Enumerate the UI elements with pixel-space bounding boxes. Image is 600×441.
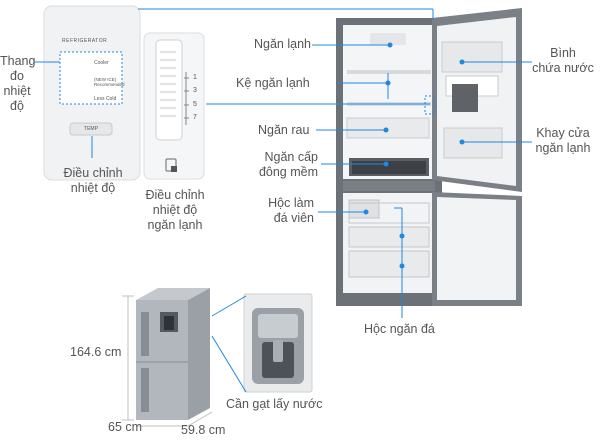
dial-tick-1: 1 xyxy=(193,74,197,81)
label-soft-freeze: Ngăn cấp đông mềm xyxy=(258,150,318,179)
refrigerator-doors xyxy=(432,8,522,306)
refrigerator-closed xyxy=(136,288,210,420)
label-fridge-compartment: Ngăn lạnh xyxy=(254,37,311,51)
dimension-width: 59.8 cm xyxy=(181,423,226,437)
label-icemaker: Hộc làm đá viên xyxy=(268,196,314,225)
temperature-panel xyxy=(43,5,141,181)
label-temp-adjust: Điều chỉnh nhiệt độ xyxy=(63,166,123,195)
crisper-control-panel xyxy=(143,32,205,180)
dial-tick-7: 7 xyxy=(193,114,197,121)
panel-option-new-ice: (NEW ICE) xyxy=(94,77,117,82)
panel-option-recommended: Recommended xyxy=(94,82,125,87)
label-freezer-drawer: Hộc ngăn đá xyxy=(364,322,435,336)
panel-option-cooler: Cooler xyxy=(94,60,109,66)
label-door-tray: Khay cửa ngăn lạnh xyxy=(535,126,591,155)
label-water-tank: Bình chứa nước xyxy=(532,46,594,75)
leader-dots xyxy=(363,42,465,269)
panel-header: REFRIGERATOR xyxy=(62,38,108,44)
temp-button-label: TEMP xyxy=(84,126,98,132)
dimension-depth: 65 cm xyxy=(108,420,143,434)
water-lever-closeup xyxy=(243,293,313,393)
label-fridge-shelf: Kệ ngăn lạnh xyxy=(236,76,310,90)
leader-lines xyxy=(34,8,532,393)
dial-tick-5: 5 xyxy=(193,101,197,108)
dial-tick-3: 3 xyxy=(193,87,197,94)
label-crisper-adjust: Điều chỉnh nhiệt độ ngăn lạnh xyxy=(145,188,205,232)
panel-option-less-cold: Less Cold xyxy=(94,96,117,102)
refrigerator-open xyxy=(336,18,442,306)
label-thermometer: Thang đo nhiệt độ xyxy=(0,54,36,113)
label-vegetable-drawer: Ngăn rau xyxy=(258,123,310,137)
dimension-lines xyxy=(122,295,213,427)
dimension-height: 164.6 cm xyxy=(70,345,122,359)
label-water-lever: Cần gạt lấy nước xyxy=(226,397,323,411)
